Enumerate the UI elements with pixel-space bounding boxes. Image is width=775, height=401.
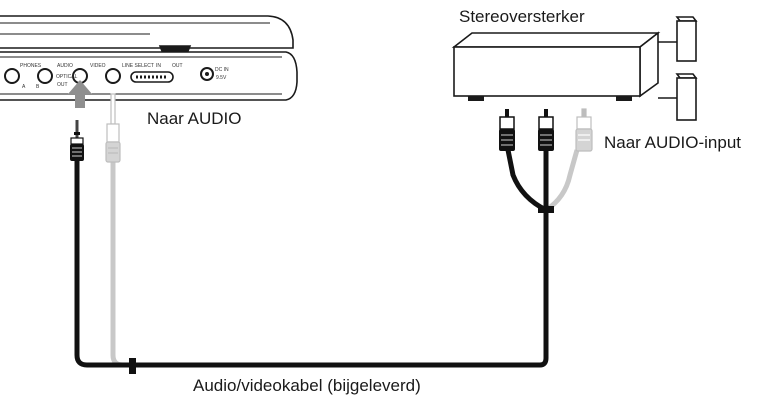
speaker-top xyxy=(658,16,698,62)
to-audio-label: Naar AUDIO xyxy=(147,109,241,128)
panel-dc-in-label: DC IN xyxy=(215,67,229,73)
cable-clamp-left xyxy=(129,358,136,374)
cable-label: Audio/videokabel (bijgeleverd) xyxy=(193,376,421,395)
dvd-player xyxy=(0,15,298,101)
cable-clamp-right xyxy=(538,206,554,213)
panel-out2-label: OUT xyxy=(172,63,183,69)
cable-black xyxy=(74,149,549,368)
panel-in-label: IN xyxy=(156,63,161,69)
rca-plug-black-right xyxy=(538,109,554,151)
rca-plug-gray-player xyxy=(105,93,121,163)
cable-gray xyxy=(110,149,580,368)
phones-b-jack xyxy=(37,68,53,84)
player-jacks xyxy=(4,67,214,84)
video-jack xyxy=(105,68,121,84)
panel-line-select-label: LINE SELECT xyxy=(122,63,154,69)
rca-plug-gray-amp xyxy=(575,108,593,152)
panel-voltage-label: 9.5V xyxy=(216,75,227,81)
panel-out-label: OUT xyxy=(57,82,68,88)
panel-optical-label: OPTICAL xyxy=(56,74,78,80)
panel-phones-label: PHONES xyxy=(20,63,42,69)
stereo-amplifier xyxy=(451,31,661,101)
speaker-bottom xyxy=(658,73,698,121)
amplifier-label: Stereoversterker xyxy=(459,7,585,26)
panel-phones-b-label: B xyxy=(36,84,40,90)
panel-phones-a-label: A xyxy=(22,84,26,90)
panel-video-label: VIDEO xyxy=(90,63,106,69)
rca-plug-black-left xyxy=(499,109,515,151)
to-audio-input-label: Naar AUDIO-input xyxy=(604,133,741,152)
phones-a-jack xyxy=(4,68,20,84)
mini-plug-black xyxy=(70,120,84,161)
panel-audio-label: AUDIO xyxy=(57,63,73,69)
arrow-up-icon xyxy=(68,80,92,108)
